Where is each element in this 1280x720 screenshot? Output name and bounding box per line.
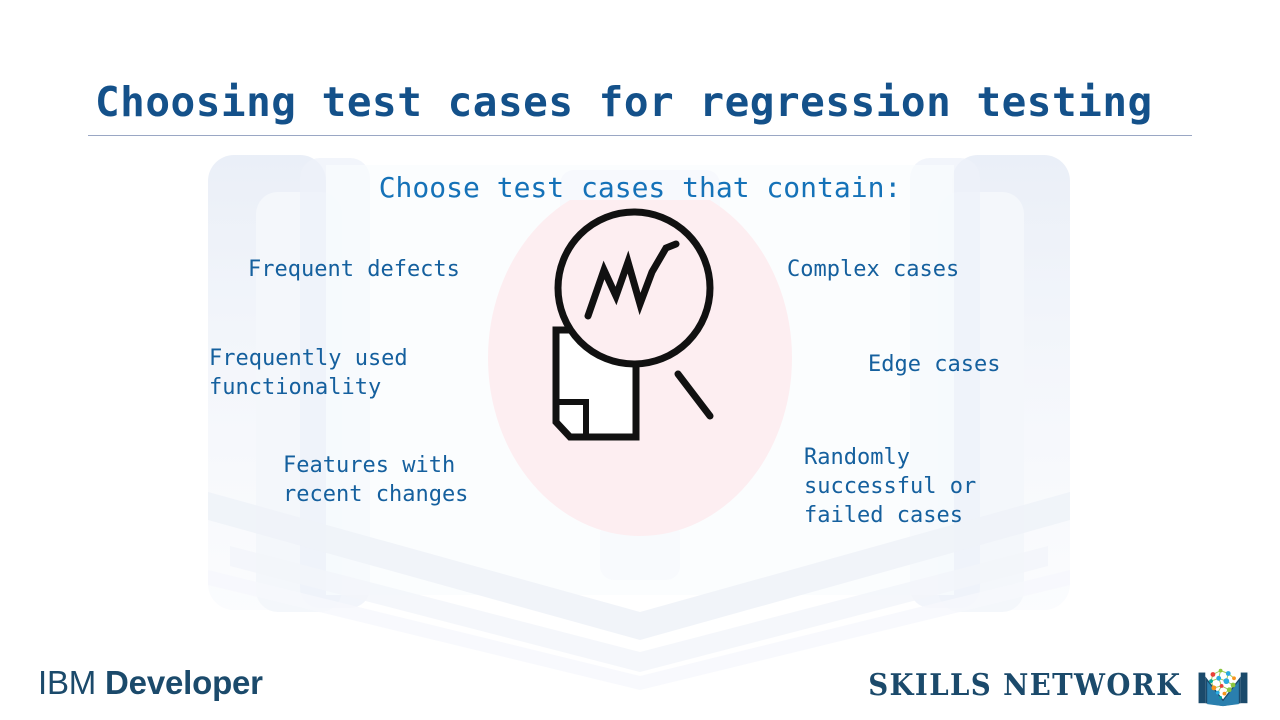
magnifier-handle bbox=[674, 370, 714, 420]
ibm-wordmark: IBM bbox=[38, 664, 97, 701]
list-item: Features with recent changes bbox=[283, 453, 469, 507]
title-divider bbox=[88, 135, 1192, 136]
list-item: Complex cases bbox=[787, 257, 960, 282]
list-item: Edge cases bbox=[868, 352, 1001, 377]
zigzag-chart-line bbox=[584, 240, 680, 320]
list-item: Randomly successful or failed cases bbox=[804, 445, 977, 528]
document-magnifier-chart-icon bbox=[488, 200, 792, 536]
open-book-network-brain-icon bbox=[1198, 668, 1248, 707]
ibm-developer-logo: IBM Developer bbox=[38, 664, 263, 702]
skills-network-logo: SKILLS NETWORK bbox=[841, 662, 1250, 708]
list-item: Frequent defects bbox=[248, 257, 460, 282]
document-fold bbox=[553, 399, 589, 435]
subtitle: Choose test cases that contain: bbox=[378, 171, 902, 204]
list-item: Frequently used functionality bbox=[209, 346, 408, 400]
developer-wordmark: Developer bbox=[105, 664, 263, 701]
skills-network-wordmark: SKILLS NETWORK bbox=[868, 667, 1182, 703]
page-title: Choosing test cases for regression testi… bbox=[95, 78, 1153, 126]
